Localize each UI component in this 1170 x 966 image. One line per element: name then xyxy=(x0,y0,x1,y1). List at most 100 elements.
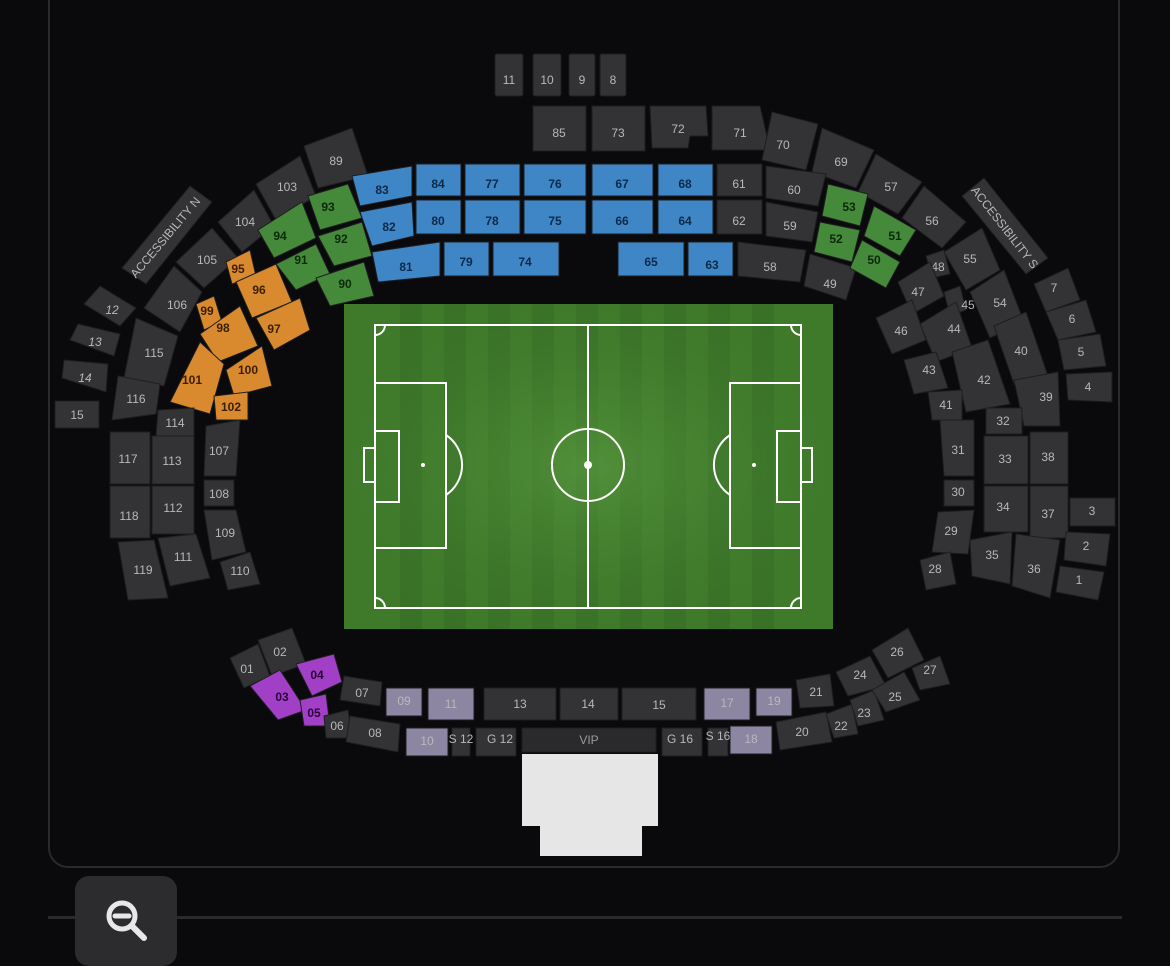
section-72[interactable]: 72 xyxy=(649,105,709,149)
section-75[interactable]: 75 xyxy=(523,199,587,235)
section-28[interactable]: 28 xyxy=(919,551,957,591)
section-55[interactable]: 55 xyxy=(943,227,1001,291)
section-68[interactable]: 68 xyxy=(657,163,714,197)
section-33[interactable]: 33 xyxy=(983,435,1029,485)
section-113[interactable]: 113 xyxy=(151,435,195,485)
section-80[interactable]: 80 xyxy=(415,199,462,235)
section-65[interactable]: 65 xyxy=(617,241,685,277)
section-50[interactable]: 50 xyxy=(849,239,901,289)
section-43[interactable]: 43 xyxy=(903,351,949,395)
section-59[interactable]: 59 xyxy=(765,201,819,243)
section-74[interactable]: 74 xyxy=(492,241,560,277)
section-69[interactable]: 69 xyxy=(811,127,875,189)
section-g16[interactable]: G 16 xyxy=(661,727,703,757)
section-116[interactable]: 116 xyxy=(111,375,161,421)
section-29[interactable]: 29 xyxy=(931,509,975,555)
section-53[interactable]: 53 xyxy=(821,183,869,227)
section-8-upper[interactable]: 8 xyxy=(599,53,627,97)
section-9-upper[interactable]: 9 xyxy=(568,53,596,97)
section-117[interactable]: 117 xyxy=(109,431,151,485)
section-b13[interactable]: 13 xyxy=(483,687,557,721)
section-14-edge[interactable]: 14 xyxy=(61,359,109,393)
section-62[interactable]: 62 xyxy=(716,199,763,235)
section-34[interactable]: 34 xyxy=(983,485,1029,533)
section-119[interactable]: 119 xyxy=(117,539,169,601)
section-b15[interactable]: 15 xyxy=(621,687,697,721)
section-b04[interactable]: 04 xyxy=(295,653,343,697)
section-b18[interactable]: 18 xyxy=(729,725,773,755)
section-s16[interactable]: S 16 xyxy=(706,727,731,757)
section-g12[interactable]: G 12 xyxy=(475,727,517,757)
section-51[interactable]: 51 xyxy=(863,205,917,257)
section-7-edge[interactable]: 7 xyxy=(1033,267,1081,313)
section-78[interactable]: 78 xyxy=(464,199,521,235)
section-13-edge[interactable]: 13 xyxy=(69,323,121,357)
section-104[interactable]: 104 xyxy=(217,189,275,253)
section-s12[interactable]: S 12 xyxy=(449,727,474,757)
section-118[interactable]: 118 xyxy=(109,485,151,539)
section-84[interactable]: 84 xyxy=(415,163,462,197)
section-b03[interactable]: 03 xyxy=(249,669,307,721)
section-107[interactable]: 107 xyxy=(203,419,241,477)
section-b01[interactable]: 01 xyxy=(229,643,271,689)
section-110[interactable]: 110 xyxy=(219,551,261,591)
section-35[interactable]: 35 xyxy=(969,531,1013,585)
section-b11[interactable]: 11 xyxy=(427,687,475,721)
section-112[interactable]: 112 xyxy=(151,485,195,535)
section-b20[interactable]: 20 xyxy=(775,711,833,751)
section-b06[interactable]: 06 xyxy=(323,709,353,739)
section-38[interactable]: 38 xyxy=(1029,431,1069,485)
section-101[interactable]: 101 xyxy=(169,341,225,415)
section-2-edge[interactable]: 2 xyxy=(1063,531,1111,567)
section-97[interactable]: 97 xyxy=(255,297,311,351)
section-39[interactable]: 39 xyxy=(1013,371,1061,427)
section-b19[interactable]: 19 xyxy=(755,687,793,717)
section-85[interactable]: 85 xyxy=(532,105,587,152)
section-100[interactable]: 100 xyxy=(225,345,273,397)
section-b17[interactable]: 17 xyxy=(703,687,751,721)
section-4-edge[interactable]: 4 xyxy=(1065,371,1113,403)
section-32[interactable]: 32 xyxy=(985,407,1023,435)
section-108[interactable]: 108 xyxy=(203,479,235,507)
section-vip[interactable]: VIP xyxy=(521,727,657,753)
section-b08[interactable]: 08 xyxy=(345,715,401,753)
section-b23[interactable]: 23 xyxy=(849,689,885,727)
section-b25[interactable]: 25 xyxy=(871,671,921,713)
section-77[interactable]: 77 xyxy=(464,163,521,197)
section-67[interactable]: 67 xyxy=(591,163,654,197)
section-5-edge[interactable]: 5 xyxy=(1057,333,1107,371)
section-11-upper[interactable]: 11 xyxy=(494,53,524,97)
section-109[interactable]: 109 xyxy=(203,509,247,561)
section-114[interactable]: 114 xyxy=(155,407,195,437)
section-111[interactable]: 111 xyxy=(157,533,211,587)
section-b22[interactable]: 22 xyxy=(825,703,859,739)
section-46[interactable]: 46 xyxy=(875,299,927,355)
zoom-out-button[interactable] xyxy=(75,876,177,966)
section-40[interactable]: 40 xyxy=(993,311,1049,385)
section-6-edge[interactable]: 6 xyxy=(1045,299,1097,341)
section-71[interactable]: 71 xyxy=(711,105,771,151)
section-10-upper[interactable]: 10 xyxy=(532,53,562,97)
section-82[interactable]: 82 xyxy=(359,201,415,247)
section-b26[interactable]: 26 xyxy=(871,627,925,679)
section-30[interactable]: 30 xyxy=(943,479,975,507)
section-115[interactable]: 115 xyxy=(123,317,179,387)
section-90[interactable]: 90 xyxy=(315,261,375,307)
section-102[interactable]: 102 xyxy=(213,391,249,421)
section-b07[interactable]: 07 xyxy=(339,675,383,707)
section-83[interactable]: 83 xyxy=(351,165,413,207)
stadium-seat-map[interactable]: 11 10 9 8 85 73 72 71 89 70 69 57 56 103… xyxy=(0,0,1170,870)
section-79[interactable]: 79 xyxy=(443,241,490,277)
section-37[interactable]: 37 xyxy=(1029,485,1069,539)
section-15-edge[interactable]: 15 xyxy=(54,400,100,429)
section-b21[interactable]: 21 xyxy=(795,673,835,709)
section-66[interactable]: 66 xyxy=(591,199,654,235)
section-41[interactable]: 41 xyxy=(927,389,963,421)
section-76[interactable]: 76 xyxy=(523,163,587,197)
section-96[interactable]: 96 xyxy=(235,263,293,319)
section-63[interactable]: 63 xyxy=(687,241,734,277)
section-73[interactable]: 73 xyxy=(591,105,646,152)
section-b09[interactable]: 09 xyxy=(385,687,423,717)
section-81[interactable]: 81 xyxy=(371,241,441,283)
section-1-edge[interactable]: 1 xyxy=(1055,565,1105,601)
